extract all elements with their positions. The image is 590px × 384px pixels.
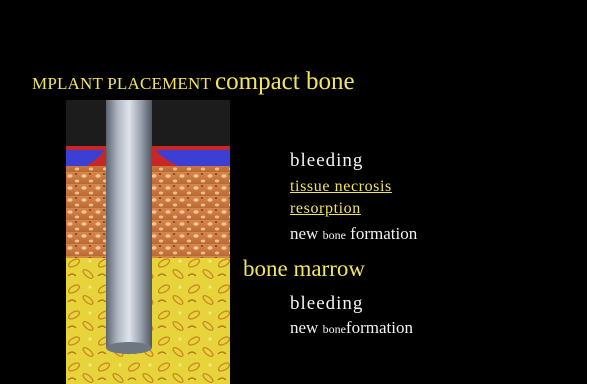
- compact-new-bone-formation-text: new bone formation: [290, 224, 417, 244]
- word-new: new: [290, 224, 318, 243]
- word-bone: bone: [323, 322, 346, 336]
- title-prefix: MPLANT PLACEMENT: [32, 74, 211, 93]
- tissue-necrosis-link[interactable]: tissue necrosis: [290, 178, 392, 196]
- implant-tip: [106, 342, 152, 354]
- word-new: new: [290, 318, 318, 337]
- implant-cylinder: [106, 100, 152, 348]
- word-formation: formation: [346, 318, 413, 337]
- bone-marrow-heading: bone marrow: [243, 256, 365, 282]
- implant-cross-section-illustration: [66, 100, 230, 384]
- marrow-bleeding-text: bleeding: [290, 293, 363, 315]
- resorption-link[interactable]: resorption: [290, 200, 361, 218]
- word-formation: formation: [350, 224, 417, 243]
- title-main: compact bone: [215, 68, 355, 95]
- word-bone: bone: [323, 228, 346, 242]
- compact-bleeding-text: bleeding: [290, 150, 363, 172]
- marrow-new-bone-formation-text: new boneformation: [290, 318, 413, 338]
